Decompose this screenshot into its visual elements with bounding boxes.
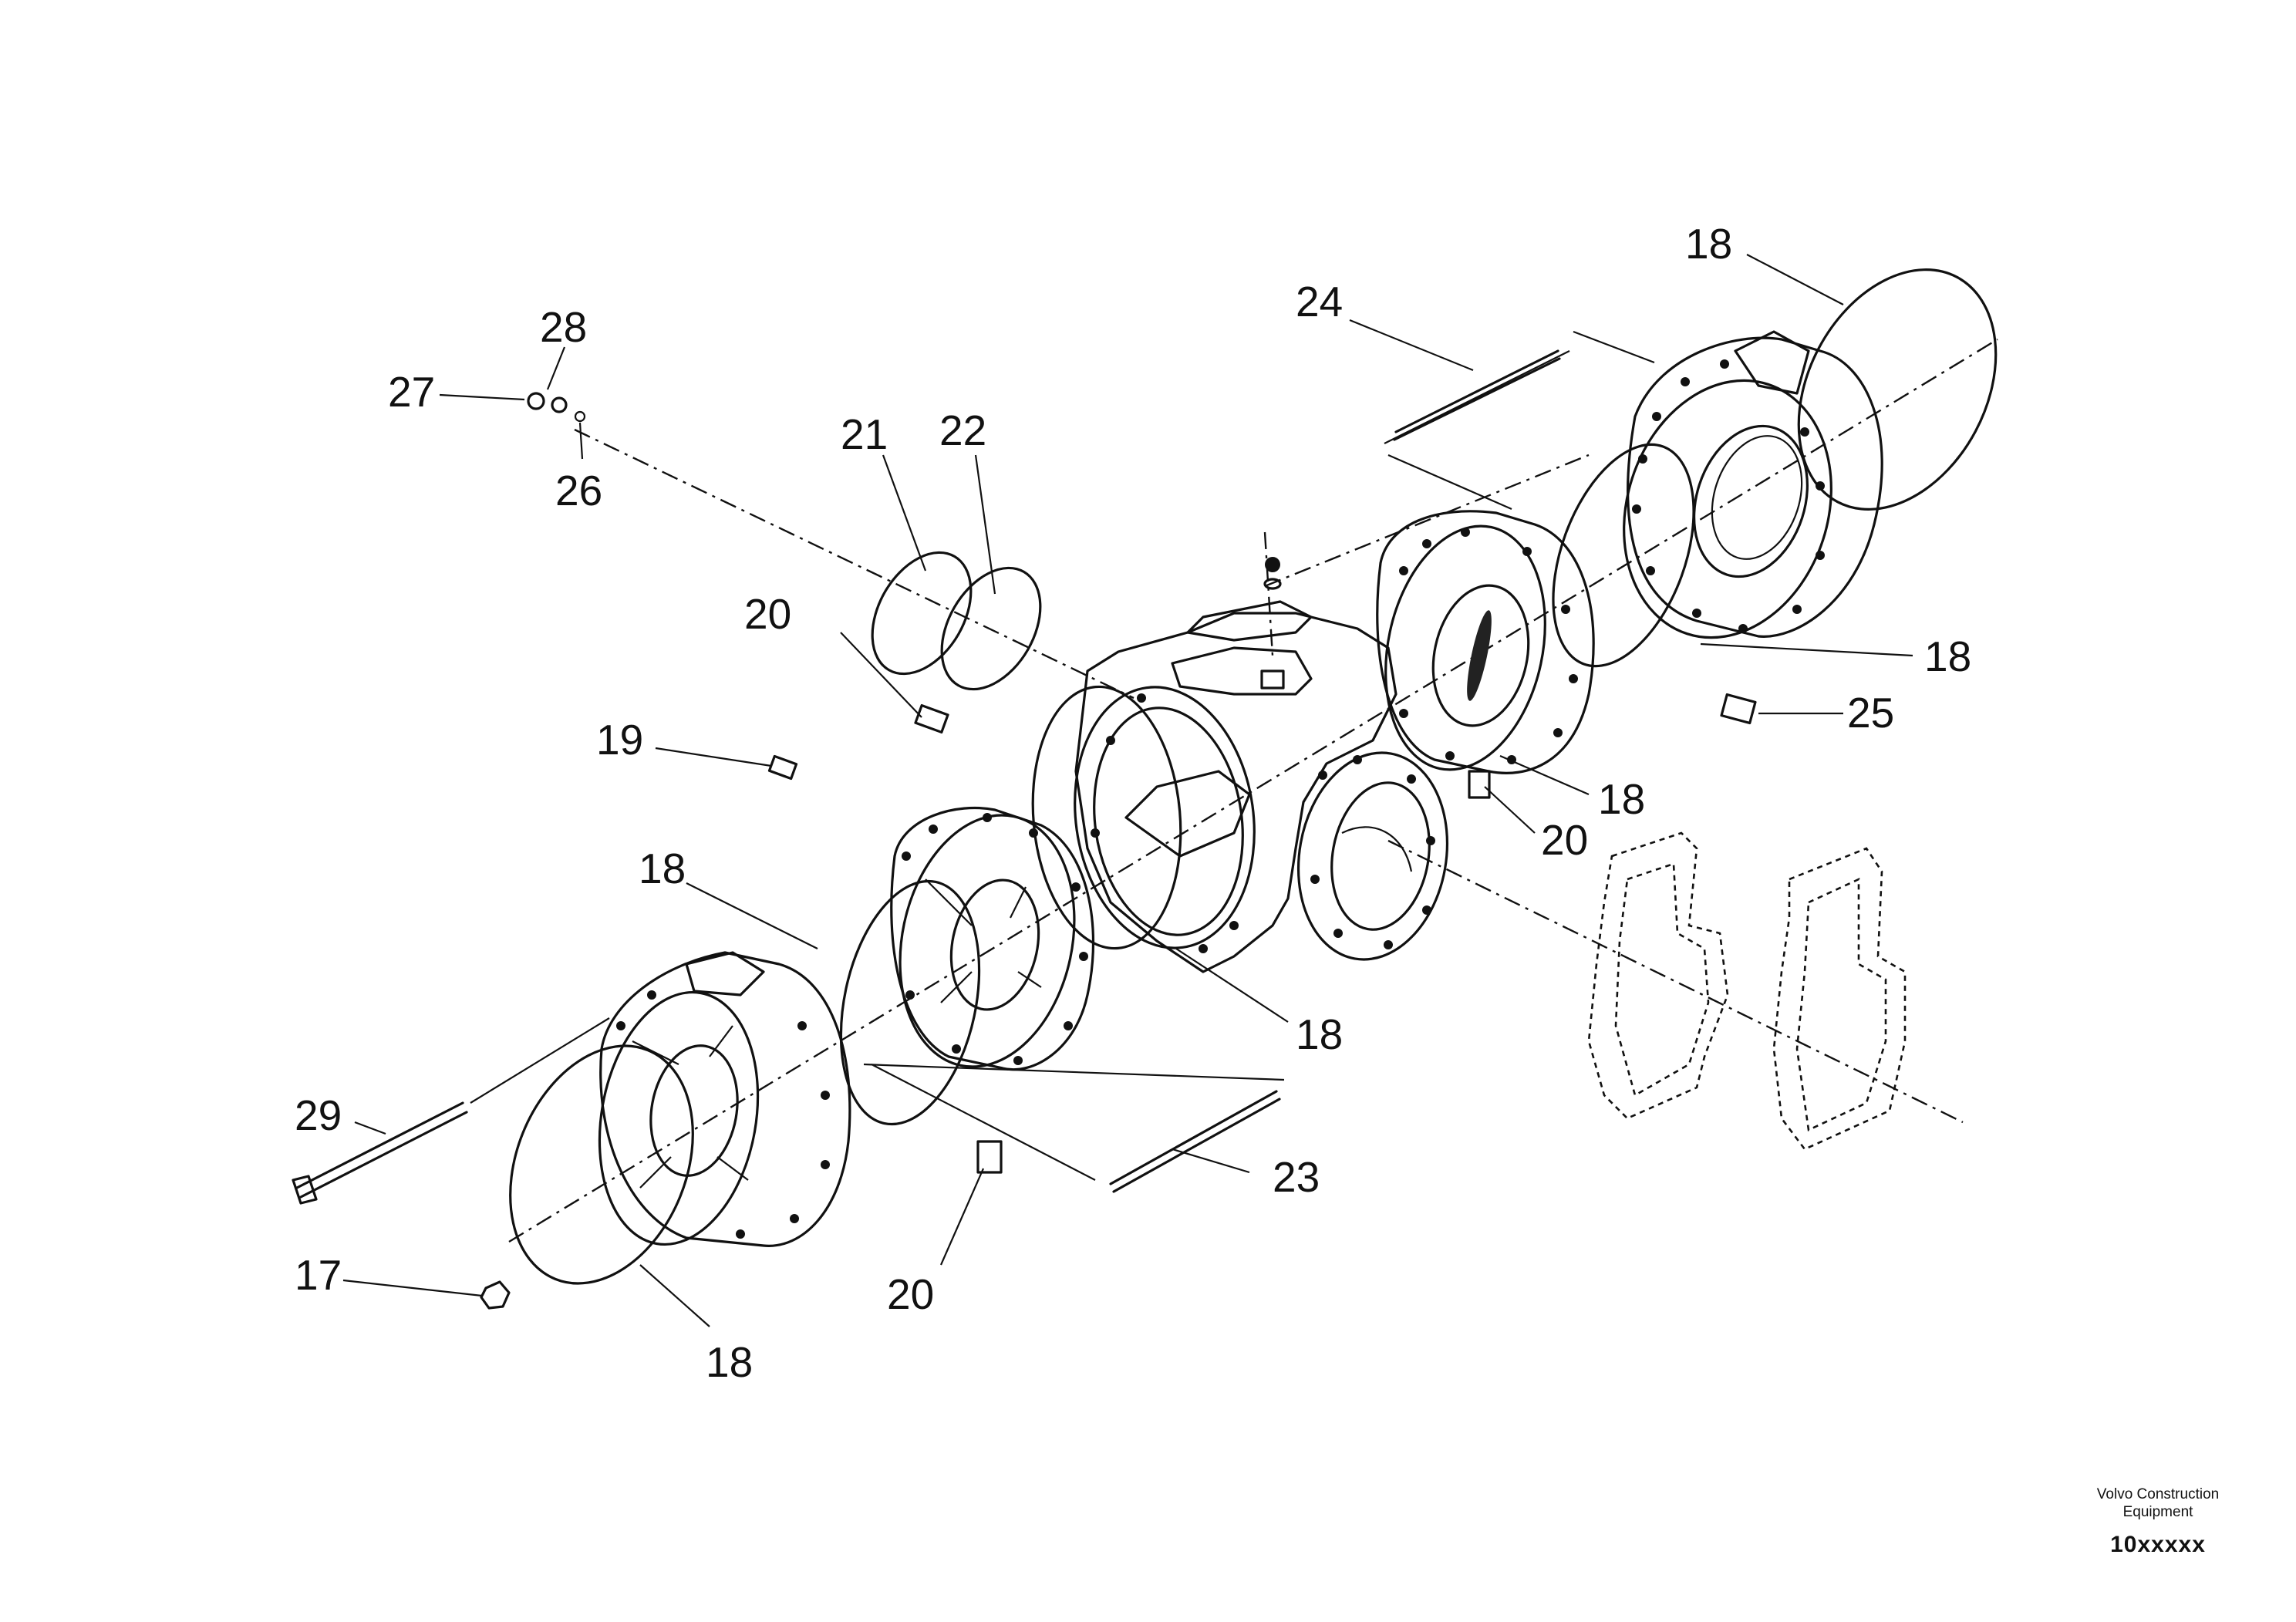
callout-28: 28 — [540, 303, 587, 351]
callout-17: 17 — [295, 1251, 342, 1299]
axle-housing — [1074, 557, 1449, 973]
plugs-and-nuts — [480, 693, 1757, 1310]
left-bearing-carrier — [890, 806, 1095, 1071]
callout-26: 26 — [555, 467, 602, 514]
o-ring-mid-right — [1552, 443, 1695, 668]
brand-line-1: Volvo Construction — [2097, 1486, 2219, 1502]
flange-axis-line — [1387, 839, 1964, 1124]
gaskets-dotted — [1587, 831, 1907, 1151]
center-lines — [508, 338, 1998, 1243]
callout-18-left: 18 — [639, 845, 686, 892]
callout-23: 23 — [1273, 1153, 1320, 1201]
callout-21: 21 — [841, 410, 888, 458]
o-ring-left-carrier — [839, 879, 981, 1126]
callout-18-bottom: 18 — [706, 1338, 753, 1386]
left-hub-housing — [598, 951, 851, 1247]
callout-18-right: 18 — [1924, 632, 1971, 680]
callout-20-bottom: 20 — [887, 1270, 934, 1318]
right-axis-line — [1264, 454, 1590, 588]
callout-18-mid: 18 — [1598, 775, 1645, 823]
fitting-26-27-28 — [527, 392, 586, 423]
callout-18-top: 18 — [1685, 220, 1732, 268]
callout-27: 27 — [388, 368, 435, 416]
o-ring-bottom-left — [509, 1044, 694, 1285]
drawing-code: 10xxxxx — [2110, 1532, 2206, 1557]
right-bearing-carrier — [1376, 510, 1595, 774]
callout-18-center: 18 — [1296, 1010, 1343, 1058]
right-hub-housing — [1623, 330, 1883, 639]
upper-axis-line — [574, 428, 1135, 700]
callout-24: 24 — [1296, 278, 1343, 325]
callout-29: 29 — [295, 1091, 342, 1139]
stud-bolt-23 — [863, 1063, 1285, 1193]
stud-bolt-24 — [1384, 349, 1570, 444]
callout-25: 25 — [1847, 689, 1894, 737]
callout-22: 22 — [939, 406, 986, 454]
fitting-21-22-snap-rings — [871, 551, 1042, 691]
main-axis-line — [508, 338, 1998, 1243]
stud-bolt-29 — [292, 1017, 610, 1205]
callout-20-right: 20 — [1541, 816, 1588, 864]
brand-line-2: Equipment — [2123, 1504, 2194, 1520]
stud-leader-lines — [1387, 330, 1655, 511]
leader-lines — [342, 254, 1913, 1327]
o-ring-housing-left — [1031, 685, 1182, 950]
callout-19: 19 — [596, 716, 643, 764]
o-ring-top-right — [1797, 268, 1998, 511]
footer-credit: Volvo Construction Equipment 10xxxxx — [2097, 1486, 2219, 1557]
callout-labels: 18 24 28 27 26 21 22 20 18 25 19 20 18 1… — [295, 220, 1971, 1386]
callout-20-upper: 20 — [744, 590, 791, 638]
